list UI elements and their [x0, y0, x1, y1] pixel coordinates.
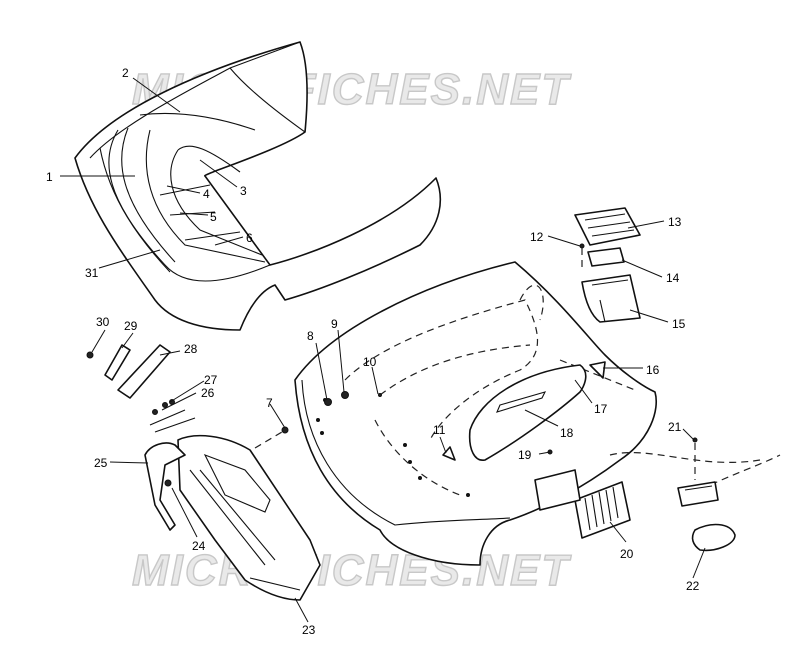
- callout-14: 14: [666, 271, 680, 285]
- callout-25: 25: [94, 456, 108, 470]
- callout-11: 11: [433, 423, 446, 437]
- svg-text:MICROFICHES.NET: MICROFICHES.NET: [132, 546, 571, 595]
- callout-4: 4: [203, 187, 210, 201]
- callout-31: 31: [85, 266, 99, 280]
- callout-24: 24: [192, 539, 206, 553]
- callout-9: 9: [331, 317, 338, 331]
- windshield-assembly: [74, 41, 442, 331]
- watermark-bottom: MICROFICHES.NET MICROFICHES.NET: [131, 545, 571, 595]
- headlight-lens: [468, 364, 587, 461]
- callout-27: 27: [204, 373, 218, 387]
- callout-3: 3: [240, 184, 247, 198]
- vent-grille: [574, 481, 631, 539]
- light-assembly: [574, 207, 641, 323]
- callout-1: 1: [46, 170, 53, 184]
- hinge-assembly: [677, 437, 736, 552]
- callout-8: 8: [307, 329, 314, 343]
- callout-28: 28: [184, 342, 198, 356]
- callout-2: 2: [122, 66, 129, 80]
- callout-5: 5: [210, 210, 217, 224]
- callout-17: 17: [594, 402, 608, 416]
- callout-15: 15: [672, 317, 686, 331]
- leader-lines: [60, 77, 706, 623]
- svg-text:MICROFICHES.NET: MICROFICHES.NET: [132, 546, 571, 595]
- callout-23: 23: [302, 623, 316, 637]
- callout-labels: 1 2 3 4 5 6 7 8 9 10 11 12 13 14 15 16 1…: [46, 66, 700, 637]
- callout-12: 12: [530, 230, 544, 244]
- callout-18: 18: [560, 426, 574, 440]
- side-panel: [144, 434, 321, 601]
- callout-16: 16: [646, 363, 660, 377]
- callout-7: 7: [266, 396, 273, 410]
- callout-30: 30: [96, 315, 110, 329]
- callout-26: 26: [201, 386, 215, 400]
- callout-22: 22: [686, 579, 700, 593]
- callout-10: 10: [363, 355, 377, 369]
- callout-13: 13: [668, 215, 682, 229]
- bracket-parts: [86, 344, 553, 461]
- callout-29: 29: [124, 319, 138, 333]
- callout-19: 19: [518, 448, 532, 462]
- bracket-16: [589, 361, 606, 379]
- callout-20: 20: [620, 547, 634, 561]
- hood-opening: [534, 469, 581, 511]
- callout-21: 21: [668, 420, 682, 434]
- callout-6: 6: [246, 231, 253, 245]
